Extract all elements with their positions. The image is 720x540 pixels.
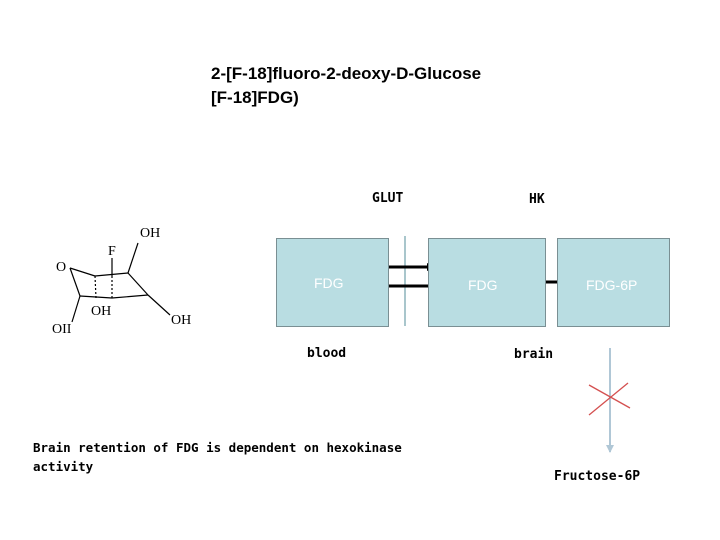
atom-label-oh-mid: OH <box>91 304 112 319</box>
blood-label: blood <box>307 346 347 361</box>
brain-compartment-box <box>428 238 546 327</box>
atom-label-f: F <box>108 244 116 259</box>
fdg-structure <box>69 242 171 323</box>
glut-label: GLUT <box>372 191 404 206</box>
fdg6p-compartment-box <box>557 238 670 327</box>
blood-compartment-box <box>276 238 389 327</box>
atom-label-oh-right: OH <box>171 313 192 328</box>
title-line-2: [F-18]FDG) <box>211 88 299 107</box>
atom-label-oii: OII <box>52 322 72 337</box>
note-line-2: activity <box>33 459 94 474</box>
atom-label-oh-top: OH <box>140 226 161 241</box>
blood-fdg-label: FDG <box>314 275 344 291</box>
brain-fdg-label: FDG <box>468 277 498 293</box>
title-line-1: 2-[F-18]fluoro-2-deoxy-D-Glucose <box>211 64 482 83</box>
block-cross-b <box>588 382 629 416</box>
brain-label: brain <box>514 347 554 362</box>
hk-label: HK <box>529 192 545 207</box>
fructose-6p-label: Fructose-6P <box>554 469 641 484</box>
block-cross-a <box>588 384 631 409</box>
atom-label-o: O <box>56 260 67 275</box>
note-line-1: Brain retention of FDG is dependent on h… <box>33 440 402 455</box>
fdg6p-label: FDG-6P <box>586 277 638 293</box>
